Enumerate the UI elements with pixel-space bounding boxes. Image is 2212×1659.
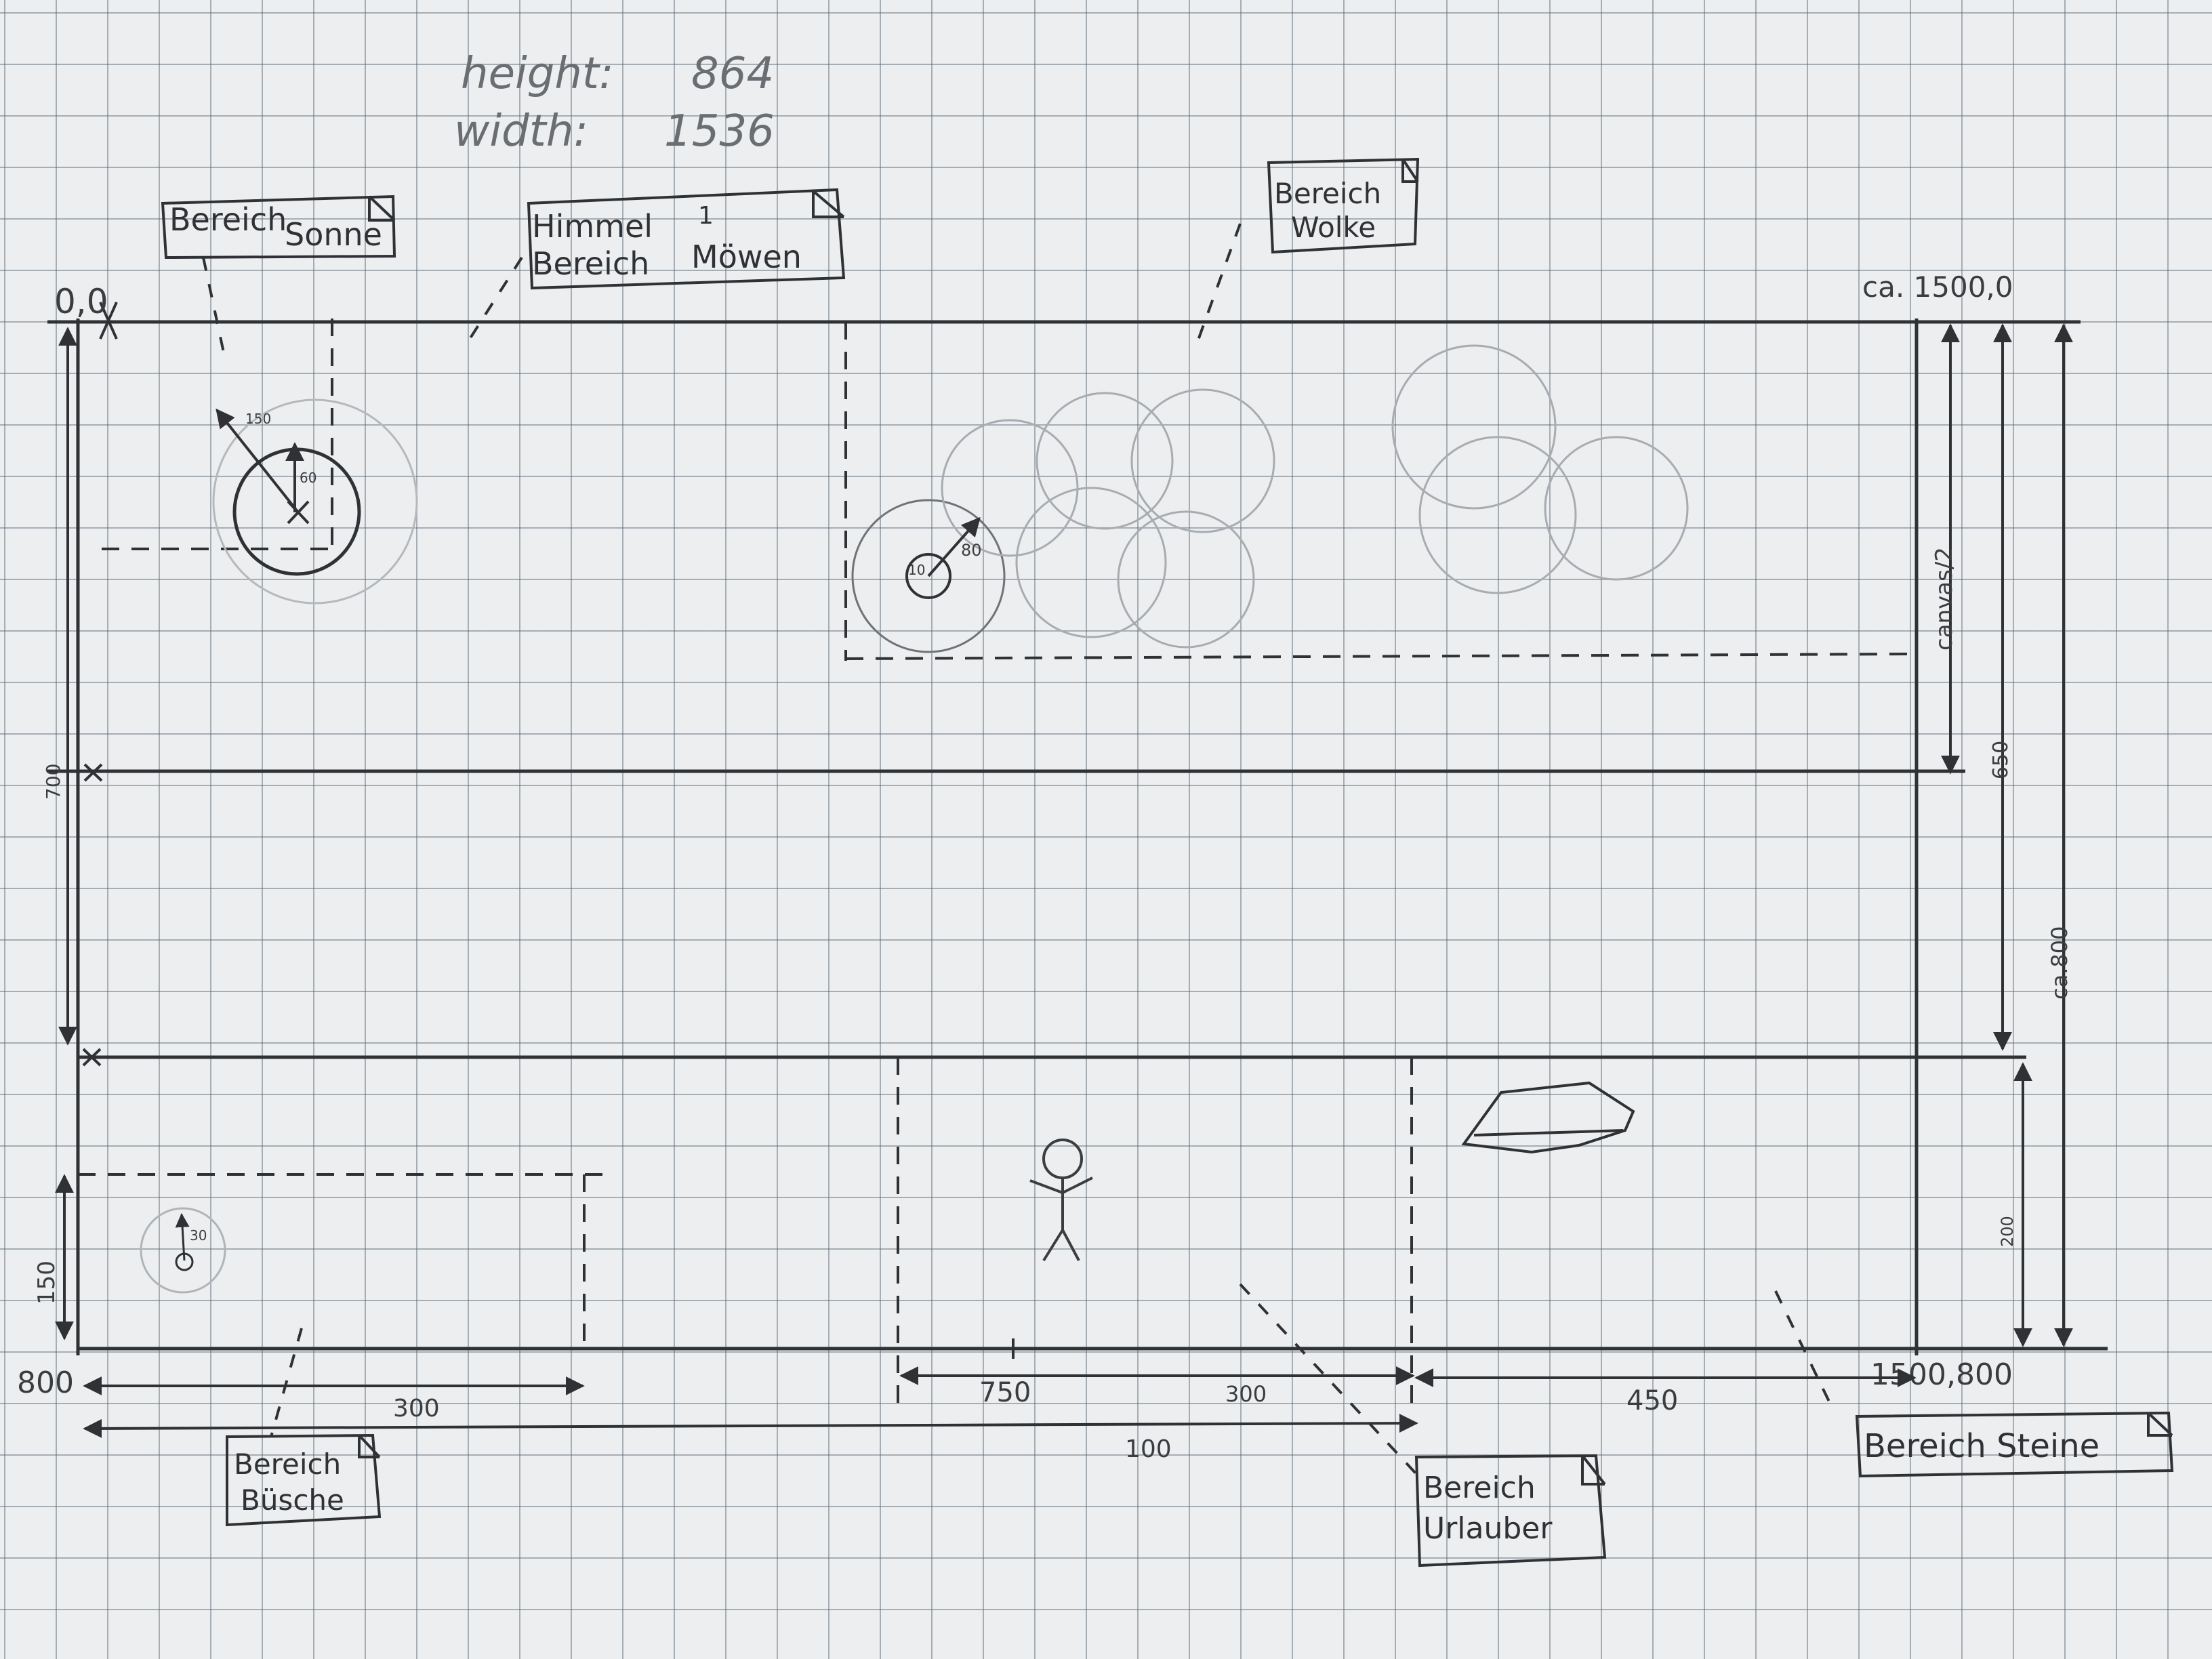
bottom-left-coord: 800 <box>17 1366 74 1400</box>
cloud-radius-arrow <box>927 516 981 577</box>
label-sonne-line1: Bereich <box>169 201 287 238</box>
left-mid-cross <box>83 763 103 782</box>
label-himmel-line3: Möwen <box>691 239 802 275</box>
cloud-circle-main <box>851 499 1006 653</box>
label-sonne-line2: Sonne <box>285 216 382 253</box>
label-wolke-line1: Bereich <box>1274 177 1381 210</box>
top-right-coord: ca. 1500,0 <box>1862 270 2013 304</box>
width-value: 1536 <box>664 106 775 157</box>
leader-himmel <box>466 256 523 344</box>
label-himmel-line1: Himmel <box>532 208 653 245</box>
cloud-circle-6 <box>1117 510 1255 649</box>
left-dimensions <box>55 327 77 1340</box>
dim-left-700-label: 700 <box>42 764 64 800</box>
cloud-region-bottom <box>845 653 1912 660</box>
label-urlauber-box <box>1414 1454 1607 1568</box>
right-dimensions <box>1941 323 2073 1347</box>
sun-inner-radius-label: 60 <box>300 470 316 486</box>
label-wolke-box <box>1267 157 1420 254</box>
cloud-circle-3 <box>1036 392 1174 530</box>
label-himmel: Himmel Bereich 1 Möwen <box>527 188 846 290</box>
dim-650-label: 650 <box>1989 741 2013 779</box>
label-steine-box <box>1855 1411 2174 1478</box>
cloud-circle-8 <box>1418 436 1577 594</box>
cloud-small-radius-label: 10 <box>908 562 925 578</box>
label-buesche-line1: Bereich <box>234 1448 341 1481</box>
sun-outer-radius-label: 150 <box>245 411 271 427</box>
dim-canvas-half-label: canvas/2 <box>1931 547 1958 651</box>
cloud-circle-5 <box>1015 487 1167 638</box>
stone-sketch <box>1461 1081 1635 1154</box>
label-buesche: Bereich Büsche <box>226 1433 382 1527</box>
bush-radius-arrow <box>175 1212 190 1261</box>
label-sonne: Bereich Sonne <box>161 194 396 260</box>
bush-radius-label: 30 <box>190 1227 207 1244</box>
label-buesche-box <box>226 1433 382 1527</box>
origin-cross <box>99 302 118 340</box>
dim-bottom-300b-label: 300 <box>1225 1381 1267 1407</box>
label-wolke-line2: Wolke <box>1291 211 1376 244</box>
label-himmel-number: 1 <box>698 202 714 230</box>
label-steine: Bereich Steine <box>1855 1411 2174 1478</box>
frame-lines <box>47 319 2108 1355</box>
cloud-circle-7 <box>1391 344 1557 510</box>
cloud-circle-2 <box>941 419 1079 557</box>
cloud-sketch <box>851 344 1689 653</box>
dim-200-label: 200 <box>1998 1216 2017 1247</box>
tourist-left-leg <box>1042 1229 1064 1262</box>
bottom-right-coord: 1500,800 <box>1870 1357 2013 1392</box>
label-wolke: Bereich Wolke <box>1267 157 1420 254</box>
label-steine-text: Bereich Steine <box>1864 1427 2100 1465</box>
origin-coord: 0,0 <box>54 282 108 321</box>
width-label: width: <box>454 106 588 157</box>
height-label: height: <box>461 49 614 99</box>
leader-urlauber <box>1239 1283 1418 1475</box>
bottom-dimensions <box>83 1338 1917 1438</box>
cloud-large-radius-label: 80 <box>961 541 982 560</box>
canvas-size-header: height: 864 width: 1536 <box>454 49 775 157</box>
cloud-circle-9 <box>1544 436 1689 581</box>
leader-wolke <box>1195 223 1242 346</box>
leader-sonne <box>202 257 225 353</box>
dim-bottom-750-label: 750 <box>979 1377 1031 1408</box>
label-urlauber: Bereich Urlauber <box>1414 1454 1607 1568</box>
cloud-circle-core <box>905 553 951 599</box>
label-himmel-box <box>527 188 846 290</box>
dim-left-150-label: 150 <box>33 1261 60 1305</box>
label-sonne-box <box>161 194 396 260</box>
bush-sketch <box>140 1207 226 1294</box>
tourist-head <box>1042 1139 1083 1179</box>
tourist-right-leg <box>1061 1229 1080 1261</box>
label-urlauber-line1: Bereich <box>1423 1471 1536 1505</box>
label-buesche-line2: Büsche <box>241 1483 344 1517</box>
dim-bottom-100-label: 100 <box>1125 1435 1172 1463</box>
tourist-right-arm <box>1062 1176 1093 1194</box>
bush-outer-circle <box>140 1207 226 1294</box>
left-beach-cross <box>82 1048 102 1067</box>
cloud-circle-4 <box>1130 388 1275 533</box>
dim-bottom-450-label: 450 <box>1626 1385 1678 1416</box>
corner-marks <box>82 302 118 1067</box>
sun-outer-radius-arrow <box>216 408 300 514</box>
label-himmel-line2: Bereich <box>532 245 649 282</box>
leader-buesche <box>270 1328 303 1437</box>
label-urlauber-line2: Urlauber <box>1423 1511 1553 1546</box>
sun-sketch <box>212 398 418 605</box>
dim-800-label: ca.800 <box>2047 926 2072 1000</box>
sun-outer-circle <box>212 398 418 605</box>
leader-steine <box>1774 1290 1831 1404</box>
tourist-left-arm <box>1029 1179 1063 1194</box>
dim-bottom-300-label: 300 <box>393 1395 440 1422</box>
dim-bottom-100 <box>83 1414 1418 1438</box>
height-value: 864 <box>691 49 774 99</box>
dashed-regions <box>78 319 1912 1410</box>
leader-lines <box>202 223 1831 1475</box>
tourist-stick-figure <box>1029 1139 1093 1262</box>
